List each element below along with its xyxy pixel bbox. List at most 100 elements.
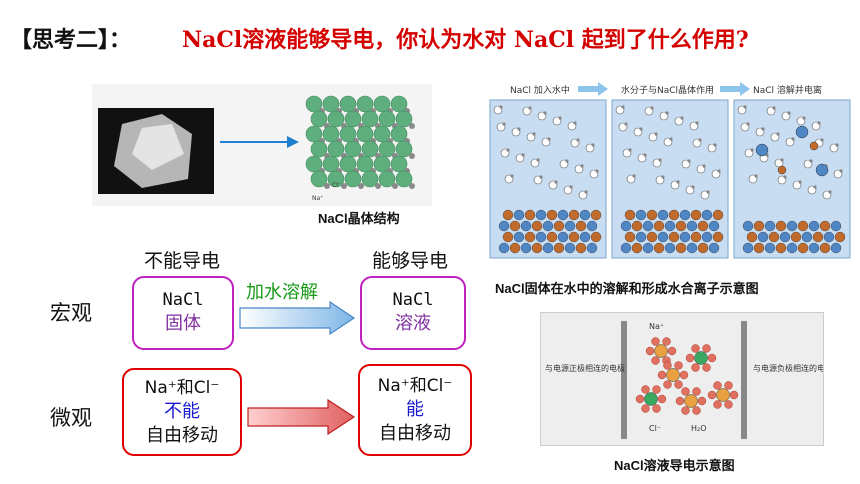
crystal-ion xyxy=(542,242,554,254)
water-hydrogen xyxy=(754,174,758,178)
micro-left-line2: 不能 xyxy=(164,401,200,422)
crystal-ion xyxy=(579,209,591,221)
micro-right-line3: 自由移动 xyxy=(379,423,451,444)
water-hydrogen xyxy=(502,122,506,126)
water-hydrogen xyxy=(658,158,662,162)
hydration-water xyxy=(652,404,661,413)
water-hydrogen xyxy=(691,185,695,189)
crystal-ion xyxy=(664,220,676,232)
crystal-ion xyxy=(524,231,536,243)
micro-left-box: Na⁺和Cl⁻ 不能 自由移动 xyxy=(122,368,242,456)
crystal-ion xyxy=(635,231,647,243)
crystal-ion xyxy=(830,242,842,254)
lattice-cl-ion xyxy=(378,170,396,188)
step3-label: NaCl 溶解并电离 xyxy=(753,84,822,96)
lattice-cl-ion xyxy=(310,110,328,128)
crystal-ion xyxy=(712,231,724,243)
crystal-ion xyxy=(819,220,831,232)
left-header: 不能导电 xyxy=(144,250,221,272)
water-hydrogen xyxy=(802,116,806,120)
crystal-ion xyxy=(768,231,780,243)
water-hydrogen xyxy=(817,121,821,125)
hydration-water xyxy=(663,361,672,370)
water-hydrogen xyxy=(798,180,802,184)
lattice-cl-ion xyxy=(344,110,362,128)
hydration-water xyxy=(707,390,717,400)
hydration-water xyxy=(667,346,677,356)
crystal-ion xyxy=(797,220,809,232)
crystal-ion xyxy=(542,220,554,232)
water-hydrogen xyxy=(554,180,558,184)
water-hydrogen xyxy=(717,169,721,173)
step2-label: 水分子与NaCl晶体作用 xyxy=(621,84,714,96)
dissolution-panel xyxy=(489,99,607,259)
crystal-ion xyxy=(653,242,665,254)
lattice-cl-ion xyxy=(395,110,413,128)
water-hydrogen xyxy=(573,121,577,125)
macro-label: 宏观 xyxy=(50,301,92,325)
cond-water-label: H₂O xyxy=(691,424,707,433)
crystal-ion xyxy=(753,220,765,232)
crystal-ion xyxy=(520,220,532,232)
water-hydrogen xyxy=(528,106,532,110)
crystal-ion xyxy=(646,231,658,243)
right-header: 能够导电 xyxy=(372,250,449,272)
water-hydrogen xyxy=(580,164,584,168)
water-hydrogen xyxy=(576,138,580,142)
hydration-water xyxy=(651,337,660,346)
hydrated-ion-core xyxy=(654,344,668,358)
water-hydrogen xyxy=(536,158,540,162)
conduction-caption: NaCl溶液导电示意图 xyxy=(614,458,735,473)
hydration-water xyxy=(691,344,700,353)
water-hydrogen xyxy=(713,143,717,147)
hydration-water xyxy=(724,381,733,390)
dissolution-figure: NaCl 加入水中 水分子与NaCl晶体作用 NaCl 溶解并电离 xyxy=(488,80,854,260)
crystal-ion xyxy=(701,209,713,221)
crystal-ion xyxy=(819,242,831,254)
crystal-figure-svg: Cl⁻ Na⁺ xyxy=(98,95,415,202)
crystal-ion xyxy=(620,242,632,254)
dissolution-panel xyxy=(733,99,851,259)
crystal-ion xyxy=(579,231,591,243)
water-hydrogen xyxy=(499,105,503,109)
hydration-water xyxy=(641,404,650,413)
hydration-water xyxy=(713,400,722,409)
water-hydrogen xyxy=(639,127,643,131)
lattice-cl-ion xyxy=(327,140,345,158)
lattice-cl-ion xyxy=(344,170,362,188)
water-hydrogen xyxy=(702,164,706,168)
water-hydrogen xyxy=(565,159,569,163)
hydration-water xyxy=(685,353,695,363)
hydration-water xyxy=(662,337,671,346)
hydration-water xyxy=(681,387,690,396)
hydration-water xyxy=(663,380,672,389)
hydration-water xyxy=(724,400,733,409)
water-hydrogen xyxy=(654,132,658,136)
hydrated-ions xyxy=(635,337,739,415)
lattice-cl-ion xyxy=(361,170,379,188)
cond-na-label: Na⁺ xyxy=(649,322,664,331)
water-hydrogen xyxy=(643,153,647,157)
crystal-ion xyxy=(786,220,798,232)
crystal-ion xyxy=(553,220,565,232)
crystal-ion xyxy=(568,209,580,221)
title-prefix: 【思考二】： xyxy=(10,28,132,53)
right-electrode xyxy=(741,321,747,439)
water-hydrogen xyxy=(628,148,632,152)
lattice-cl-ion xyxy=(327,170,345,188)
water-hydrogen xyxy=(632,174,636,178)
crystal-ion xyxy=(564,242,576,254)
lattice-cl-ion xyxy=(390,125,408,143)
hydration-water xyxy=(692,387,701,396)
crystal-ion xyxy=(675,242,687,254)
hydration-water xyxy=(652,385,661,394)
crystal-ion xyxy=(790,231,802,243)
water-hydrogen xyxy=(521,153,525,157)
hydration-water xyxy=(675,396,685,406)
water-hydrogen xyxy=(517,127,521,131)
hydration-water xyxy=(645,346,655,356)
crystal-ion xyxy=(590,231,602,243)
water-hydrogen xyxy=(772,106,776,110)
crystal-ion xyxy=(775,220,787,232)
water-hydrogen xyxy=(665,111,669,115)
